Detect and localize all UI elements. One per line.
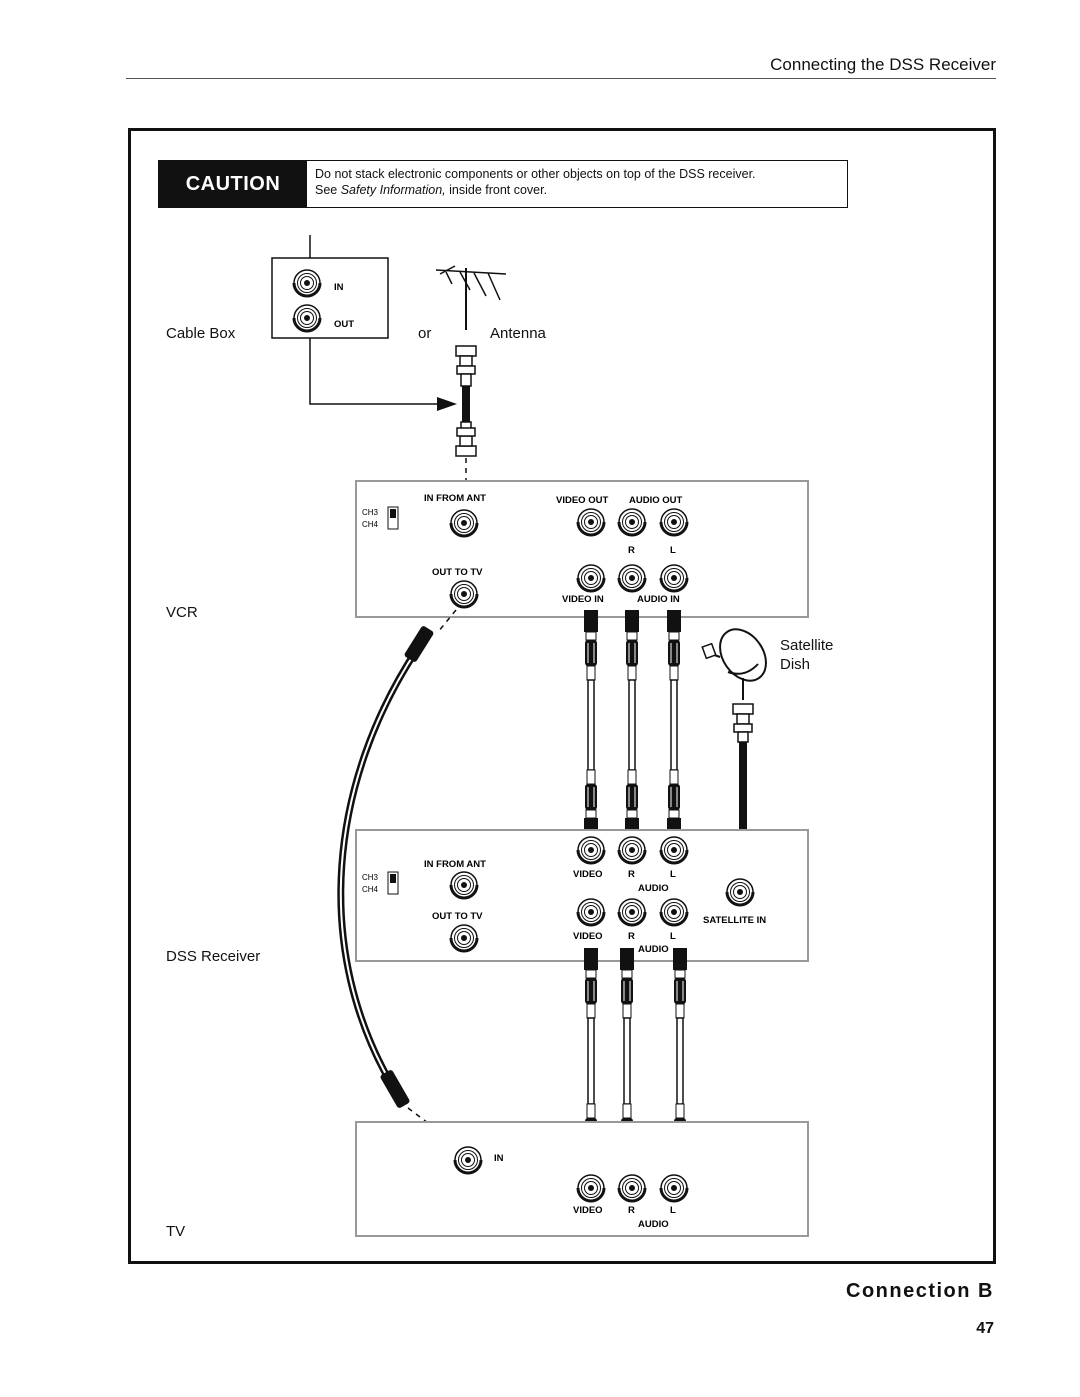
tv-panel: IN VIDEO R L AUDIO bbox=[355, 1121, 809, 1237]
vcr-in-from-ant-jack bbox=[449, 508, 479, 538]
cable-box-out-jack bbox=[292, 303, 322, 333]
tv-in-jack bbox=[453, 1145, 483, 1175]
dss-satellite-in-label: SATELLITE IN bbox=[703, 915, 766, 926]
vcr-channel-switch bbox=[390, 509, 396, 518]
tv-l-label: L bbox=[670, 1205, 676, 1216]
dss-channel-switch bbox=[390, 874, 396, 883]
vcr-l-label: L bbox=[670, 545, 676, 556]
cable-box-in-jack bbox=[292, 268, 322, 298]
dss-tv-rca-cables bbox=[583, 947, 688, 1175]
caution-text: Do not stack electronic components or ot… bbox=[315, 166, 756, 198]
vcr-audio-in-r-jack bbox=[617, 563, 647, 593]
dss-audio-in-r-jack bbox=[617, 835, 647, 865]
dss-video-out-jack bbox=[576, 897, 606, 927]
tv-audio-l-jack bbox=[659, 1173, 689, 1203]
dss-out-to-tv-label: OUT TO TV bbox=[432, 911, 483, 922]
dss-receiver-panel: CH3 CH4 IN FROM ANT OUT TO TV VIDEO R L … bbox=[355, 829, 809, 962]
vcr-audio-out-l-jack bbox=[659, 507, 689, 537]
cable-box-label: Cable Box bbox=[166, 325, 236, 342]
vcr-label: VCR bbox=[166, 604, 198, 621]
tv-in-label: IN bbox=[494, 1153, 504, 1164]
cable-box-output-arrow bbox=[309, 338, 457, 411]
dss-r-label-bottom: R bbox=[628, 931, 635, 942]
vcr-audio-in-label: AUDIO IN bbox=[637, 594, 680, 605]
vcr-ch3-label: CH3 bbox=[362, 508, 379, 517]
dss-audio-out-r-jack bbox=[617, 897, 647, 927]
tv-r-label: R bbox=[628, 1205, 635, 1216]
vcr-panel: CH3 CH4 IN FROM ANT OUT TO TV VIDEO OUT … bbox=[355, 480, 809, 618]
dss-video-label-bottom: VIDEO bbox=[573, 931, 603, 942]
dss-l-label-top: L bbox=[670, 869, 676, 880]
vcr-video-out-jack bbox=[576, 507, 606, 537]
dss-r-label-top: R bbox=[628, 869, 635, 880]
vcr-in-from-ant-label: IN FROM ANT bbox=[424, 493, 486, 504]
dss-audio-in-l-jack bbox=[659, 835, 689, 865]
header-rule bbox=[126, 78, 996, 79]
dss-video-label-top: VIDEO bbox=[573, 869, 603, 880]
antenna-coax-cable bbox=[455, 345, 477, 490]
page-header-title: Connecting the DSS Receiver bbox=[770, 55, 996, 74]
satellite-label-1: Satellite bbox=[780, 637, 834, 654]
vcr-r-label: R bbox=[628, 545, 635, 556]
tv-video-jack bbox=[576, 1173, 606, 1203]
dss-receiver-label: DSS Receiver bbox=[166, 948, 261, 965]
vcr-audio-in-l-jack bbox=[659, 563, 689, 593]
caution-line-2: See Safety Information, inside front cov… bbox=[315, 183, 548, 197]
cable-box: IN OUT bbox=[271, 235, 389, 339]
vcr-video-in-label: VIDEO IN bbox=[562, 594, 604, 605]
dss-out-to-tv-jack bbox=[449, 923, 479, 953]
caution-box: CAUTION Do not stack electronic componen… bbox=[158, 160, 848, 208]
cable-box-in-label: IN bbox=[334, 282, 344, 293]
vcr-dss-rca-cables bbox=[583, 609, 682, 841]
dss-satellite-in-jack bbox=[725, 877, 755, 907]
vcr-out-to-tv-label: OUT TO TV bbox=[432, 567, 483, 578]
dss-video-in-jack bbox=[576, 835, 606, 865]
dss-in-from-ant-label: IN FROM ANT bbox=[424, 859, 486, 870]
dss-ch4-label: CH4 bbox=[362, 885, 379, 894]
vcr-video-in-jack bbox=[576, 563, 606, 593]
dss-audio-out-l-jack bbox=[659, 897, 689, 927]
dss-in-from-ant-jack bbox=[449, 870, 479, 900]
vcr-video-out-label: VIDEO OUT bbox=[556, 495, 608, 506]
diagram-frame bbox=[128, 128, 996, 1264]
dss-ch3-label: CH3 bbox=[362, 873, 379, 882]
dss-l-label-bottom: L bbox=[670, 931, 676, 942]
tv-video-label: VIDEO bbox=[573, 1205, 603, 1216]
vcr-audio-out-r-jack bbox=[617, 507, 647, 537]
cable-box-out-label: OUT bbox=[334, 319, 354, 330]
antenna-icon bbox=[435, 265, 507, 330]
antenna-label: Antenna bbox=[490, 325, 546, 342]
tv-label: TV bbox=[166, 1223, 186, 1240]
caution-label: CAUTION bbox=[159, 161, 307, 207]
satellite-dish-icon bbox=[701, 628, 767, 700]
caution-line-1: Do not stack electronic components or ot… bbox=[315, 167, 756, 181]
vcr-out-to-tv-jack bbox=[449, 579, 479, 609]
vcr-ch4-label: CH4 bbox=[362, 520, 379, 529]
figure-title: Connection B bbox=[846, 1280, 994, 1302]
satellite-label-2: Dish bbox=[780, 656, 811, 673]
tv-audio-label: AUDIO bbox=[638, 1219, 669, 1230]
dss-audio-label-bottom: AUDIO bbox=[638, 944, 669, 955]
tv-audio-r-jack bbox=[617, 1173, 647, 1203]
or-label: or bbox=[418, 325, 432, 342]
vcr-audio-out-label: AUDIO OUT bbox=[629, 495, 683, 506]
dss-audio-label-top: AUDIO bbox=[638, 883, 669, 894]
page-number: 47 bbox=[976, 1320, 994, 1337]
